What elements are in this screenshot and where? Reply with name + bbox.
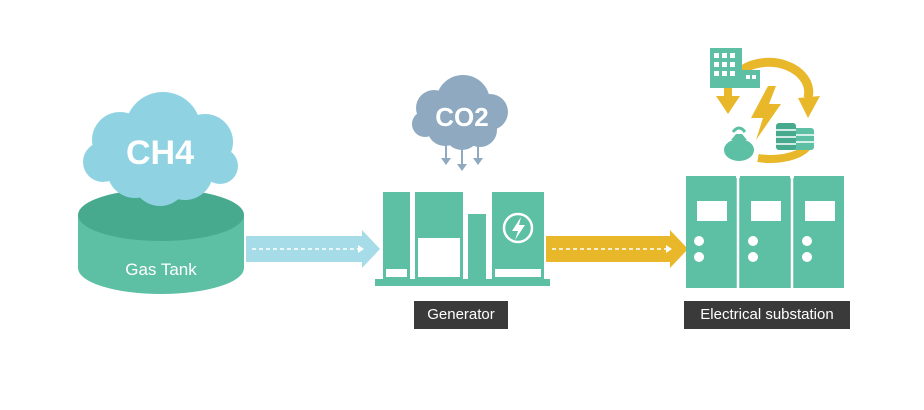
generator xyxy=(375,192,550,286)
building-icon xyxy=(710,48,760,88)
gas-tank-label: Gas Tank xyxy=(125,260,197,279)
co2-cloud: CO2 xyxy=(412,75,508,171)
ch4-text: CH4 xyxy=(126,134,194,172)
flow-arrow-power xyxy=(546,230,688,268)
down-arrows-icon xyxy=(441,140,483,171)
substation-label: Electrical substation xyxy=(684,301,850,329)
co2-text: CO2 xyxy=(435,102,488,132)
gas-tank: Gas Tank xyxy=(78,189,244,294)
coins-icon xyxy=(776,123,814,150)
lightning-icon xyxy=(502,212,534,244)
substation xyxy=(686,170,844,288)
money-bag-icon xyxy=(724,126,754,161)
ch4-cloud: CH4 xyxy=(83,92,238,206)
generator-label: Generator xyxy=(414,301,508,329)
flow-arrow-gas xyxy=(246,230,380,268)
lightning-icon xyxy=(751,86,781,140)
